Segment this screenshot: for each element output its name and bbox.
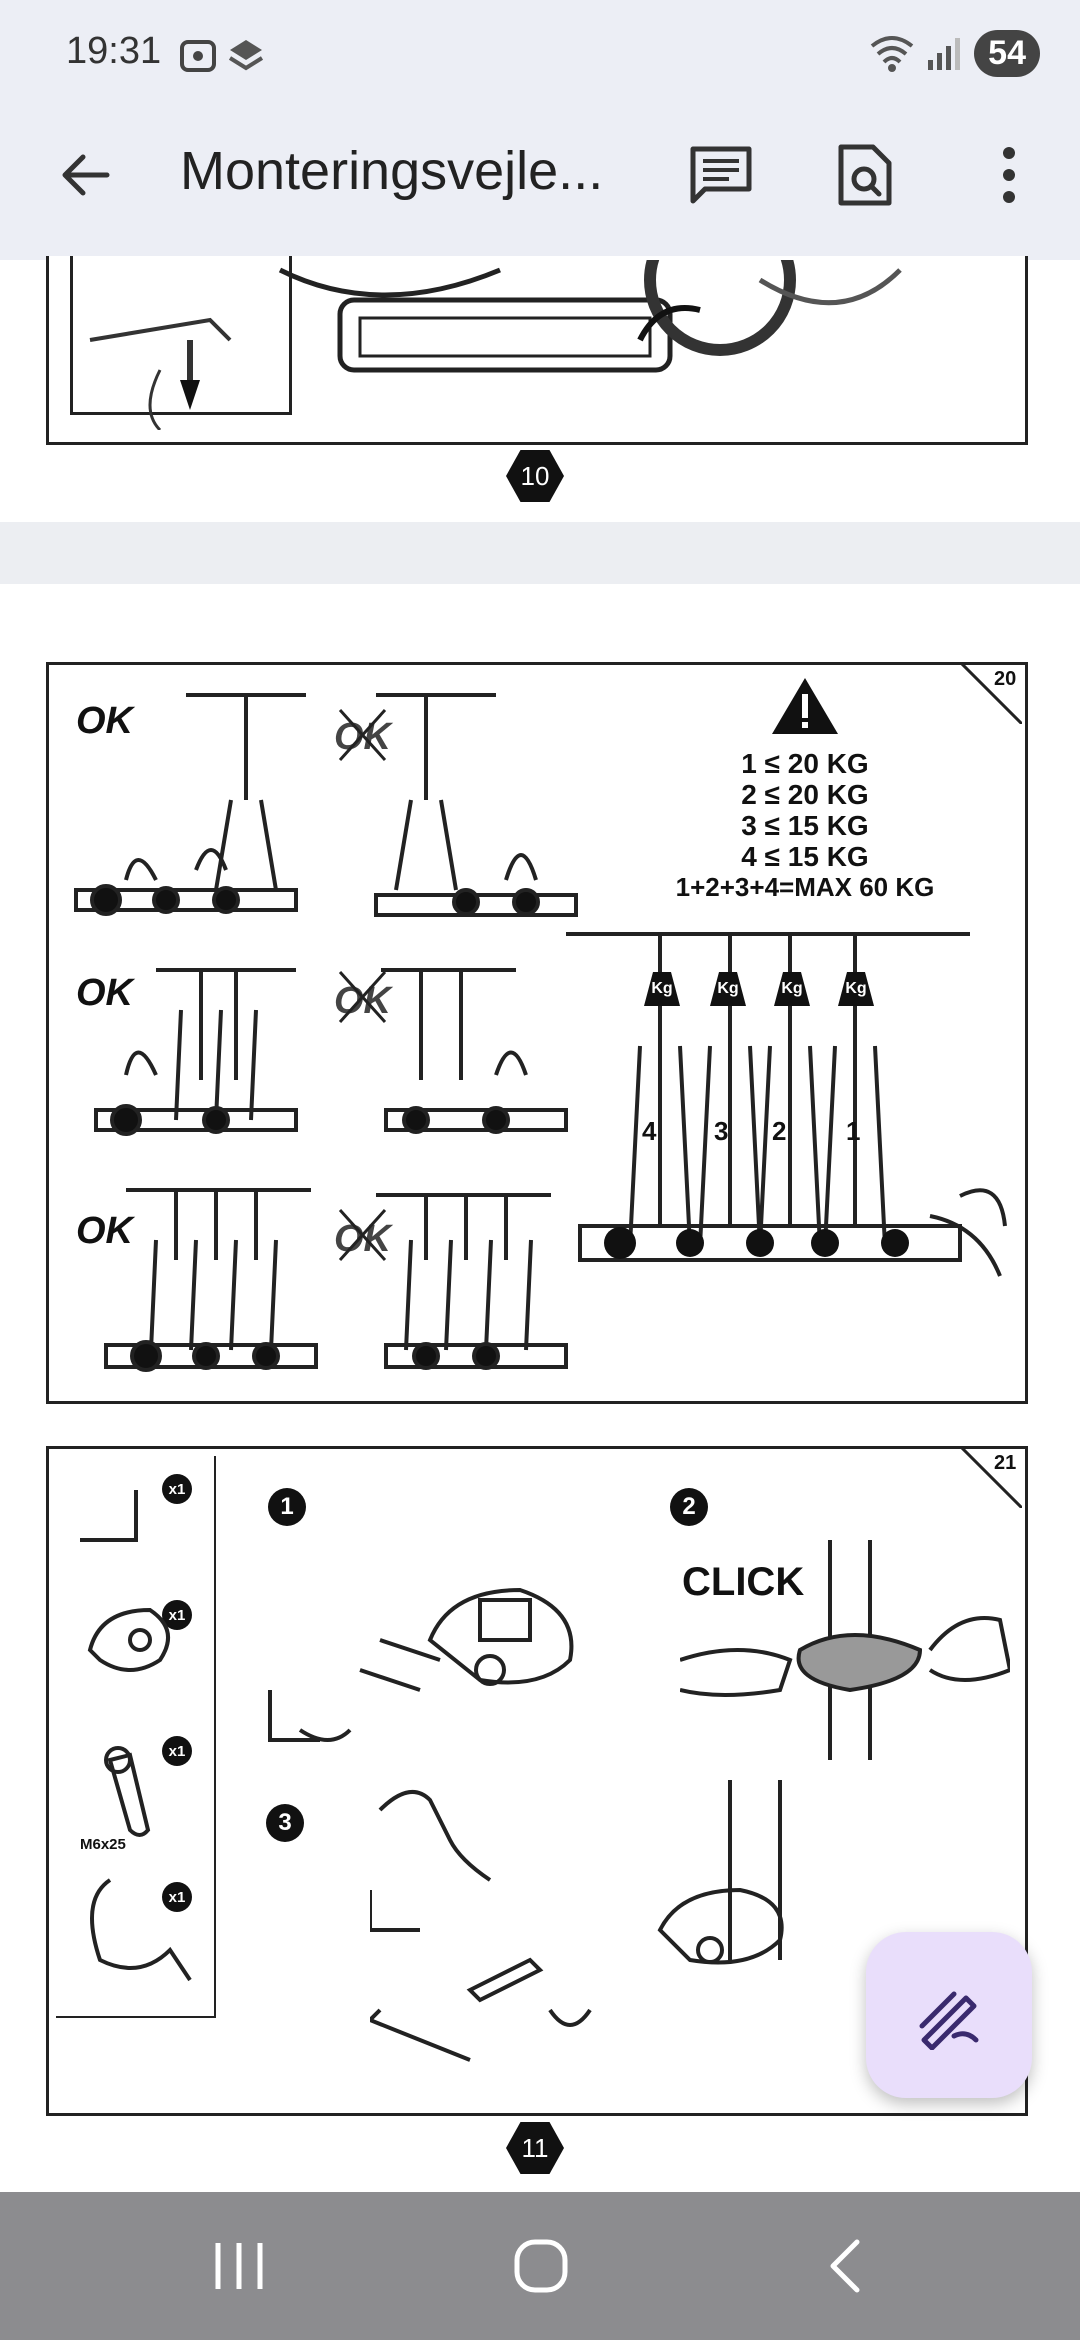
screenshot-icon bbox=[180, 40, 216, 72]
bike-position-4: 4 bbox=[642, 1116, 657, 1146]
corner-mark bbox=[960, 662, 1022, 724]
wifi-icon bbox=[870, 35, 914, 72]
home-icon bbox=[514, 2239, 568, 2293]
back-button[interactable] bbox=[40, 130, 130, 220]
ok-label-1: OK bbox=[76, 700, 133, 742]
page-number-11: 11 bbox=[506, 2122, 564, 2174]
qty-cable: x1 bbox=[162, 1882, 192, 1912]
back-arrow-icon bbox=[62, 154, 110, 196]
parts-illustrations bbox=[80, 1490, 192, 1982]
home-button[interactable] bbox=[496, 2226, 586, 2306]
status-bar: 19:31 54 bbox=[0, 0, 1080, 110]
warning-icon bbox=[772, 678, 838, 734]
bike-position-3: 3 bbox=[714, 1116, 729, 1146]
page-number-10: 10 bbox=[506, 450, 564, 502]
ok-label-3: OK bbox=[76, 1210, 133, 1252]
status-right: 54 bbox=[870, 30, 1040, 77]
back-icon bbox=[830, 2239, 860, 2293]
limit-4: 4 ≤ 15 KG bbox=[741, 841, 869, 872]
inset-box bbox=[70, 256, 292, 415]
not-ok-label-3: OK bbox=[334, 1218, 391, 1260]
step-3-badge: 3 bbox=[266, 1804, 304, 1842]
corner-mark-21 bbox=[960, 1446, 1022, 1508]
qty-bolt: x1 bbox=[162, 1736, 192, 1766]
search-document-button[interactable] bbox=[820, 130, 910, 220]
bike-position-2: 2 bbox=[772, 1116, 787, 1146]
ok-label-2: OK bbox=[76, 972, 133, 1014]
more-options-button[interactable] bbox=[964, 130, 1054, 220]
system-nav-bar bbox=[0, 2192, 1080, 2340]
recent-apps-icon bbox=[215, 2243, 263, 2289]
bike-position-1: 1 bbox=[846, 1116, 861, 1146]
app-bar: Monteringsvejle... bbox=[0, 110, 1080, 260]
rack-configuration-drawings bbox=[74, 693, 578, 1372]
comment-icon bbox=[690, 146, 752, 204]
limit-total: 1+2+3+4=MAX 60 KG bbox=[675, 872, 935, 902]
edit-fab[interactable] bbox=[866, 1932, 1032, 2098]
comments-button[interactable] bbox=[676, 130, 766, 220]
page-gap bbox=[0, 522, 1080, 584]
click-label: CLICK bbox=[682, 1560, 805, 1604]
qty-allen-key: x1 bbox=[162, 1474, 192, 1504]
panel-number-20: 20 bbox=[994, 668, 1017, 690]
back-nav-button[interactable] bbox=[800, 2226, 890, 2306]
more-vert-icon bbox=[1003, 147, 1015, 203]
edit-pen-icon bbox=[919, 1991, 979, 2050]
bike-rack-illustration-top bbox=[89, 260, 902, 430]
step-2-badge: 2 bbox=[670, 1488, 708, 1526]
limit-3: 3 ≤ 15 KG bbox=[741, 810, 869, 841]
step-1-badge: 1 bbox=[268, 1488, 306, 1526]
weight-limits: 1 ≤ 20 KG 2 ≤ 20 KG 3 ≤ 15 KG 4 ≤ 15 KG … bbox=[640, 748, 970, 903]
layers-icon bbox=[228, 40, 264, 71]
four-bike-rack-illustration bbox=[566, 932, 1007, 1277]
signal-icon bbox=[928, 37, 961, 70]
battery-indicator: 54 bbox=[974, 30, 1040, 77]
bolt-size-label: M6x25 bbox=[80, 1836, 126, 1853]
instruction-panel-20 bbox=[46, 662, 1028, 1404]
step-3-illustration bbox=[370, 1780, 784, 2062]
status-time: 19:31 bbox=[66, 30, 162, 72]
panel-number-21: 21 bbox=[994, 1452, 1017, 1474]
recent-apps-button[interactable] bbox=[194, 2226, 284, 2306]
step-1-illustration bbox=[268, 1587, 574, 1742]
limit-1: 1 ≤ 20 KG bbox=[741, 748, 869, 779]
instruction-panel-21 bbox=[46, 1446, 1028, 2116]
not-ok-label-2: OK bbox=[334, 980, 391, 1022]
document-title: Monteringsvejle... bbox=[180, 141, 604, 201]
step-2-illustration bbox=[680, 1540, 1010, 1760]
find-in-document-icon bbox=[838, 144, 892, 206]
cross-marks bbox=[338, 708, 387, 1262]
parts-list-box bbox=[56, 1456, 216, 2018]
limit-2: 2 ≤ 20 KG bbox=[741, 779, 869, 810]
